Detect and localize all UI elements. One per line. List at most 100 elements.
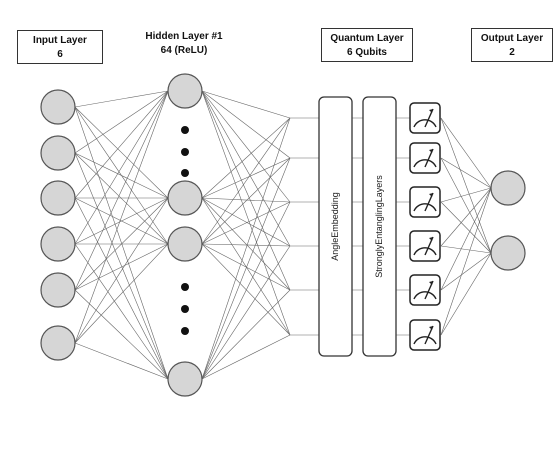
edge-hidden-quantum	[201, 197, 291, 203]
hidden-neuron	[167, 226, 203, 262]
output-layer-count: 2	[509, 47, 515, 58]
edge-input-hidden	[74, 90, 169, 154]
edge-hidden-quantum	[201, 243, 291, 291]
edge-meter-output	[440, 252, 492, 291]
edge-meter-output	[440, 187, 492, 336]
hidden-layer-count: 64 (ReLU)	[160, 45, 208, 56]
edge-hidden-quantum	[201, 197, 291, 291]
input-neuron	[40, 89, 76, 125]
hidden-layer-title: Hidden Layer #1	[145, 31, 223, 42]
edge-meter-output	[440, 245, 492, 254]
edge-input-hidden	[74, 106, 169, 380]
meter-box	[409, 274, 441, 306]
meter-box	[409, 230, 441, 262]
output-layer-label: Output Layer 2	[471, 28, 553, 62]
input-neuron	[40, 325, 76, 361]
edge-hidden-quantum	[201, 243, 291, 247]
edge-meter-output	[440, 187, 492, 291]
edge-hidden-quantum	[201, 90, 291, 159]
strongly-entangling-block-label: StronglyEntanglingLayers	[374, 175, 384, 278]
meter-arc	[413, 291, 437, 300]
edge-input-hidden	[74, 106, 169, 199]
meter-needle-head	[429, 193, 433, 197]
edge-input-hidden	[74, 342, 169, 380]
measurement-meters	[409, 102, 441, 351]
meter-arc	[413, 119, 437, 128]
input-neuron	[40, 226, 76, 262]
edge-hidden-quantum	[201, 117, 291, 199]
meter-box	[409, 142, 441, 174]
hidden-neuron	[167, 180, 203, 216]
output-neuron	[490, 170, 526, 206]
edge-meter-output	[440, 157, 492, 254]
meter-arc	[413, 336, 437, 345]
meter-arc	[413, 159, 437, 168]
meter-arc	[413, 203, 437, 212]
edge-input-hidden	[74, 152, 169, 245]
edge-input-hidden	[74, 197, 169, 245]
edge-hidden-quantum	[201, 117, 291, 380]
edge-input-hidden	[74, 152, 169, 380]
quantum-blocks: AngleEmbedding StronglyEntanglingLayers	[318, 96, 397, 357]
edge-hidden-quantum	[201, 289, 291, 380]
measurement-meter-icon	[409, 142, 441, 174]
edge-hidden-quantum	[201, 197, 291, 247]
meter-box	[409, 102, 441, 134]
edge-hidden-quantum	[201, 90, 291, 247]
angle-embedding-block	[318, 96, 353, 357]
hidden-layer-label: Hidden Layer #1 64 (ReLU)	[140, 26, 228, 60]
edge-input-hidden	[74, 90, 169, 199]
quantum-layer-count: 6 Qubits	[346, 47, 387, 58]
edge-input-hidden	[74, 197, 169, 344]
edge-meter-output	[440, 252, 492, 336]
edge-hidden-quantum	[201, 201, 291, 380]
input-layer-count: 6	[57, 49, 63, 60]
strongly-entangling-block	[362, 96, 397, 357]
angle-embedding-block-label: AngleEmbedding	[330, 192, 340, 261]
measurement-meter-icon	[409, 319, 441, 351]
ellipsis-dots-icon	[181, 327, 189, 335]
edge-hidden-quantum	[201, 157, 291, 199]
ellipsis-dots-icon	[181, 126, 189, 134]
edge-hidden-quantum	[201, 197, 291, 336]
hidden-neuron	[167, 361, 203, 397]
edge-meter-output	[440, 117, 492, 189]
edge-meter-output	[440, 187, 492, 247]
meter-needle-head	[429, 326, 433, 330]
edge-hidden-quantum	[201, 157, 291, 245]
edge-input-hidden	[74, 90, 169, 245]
edge-hidden-quantum	[201, 334, 291, 380]
edge-input-hidden	[74, 90, 169, 108]
edge-input-hidden	[74, 243, 169, 380]
input-neuron	[40, 180, 76, 216]
measurement-meter-icon	[409, 230, 441, 262]
edge-meter-output	[440, 117, 492, 254]
edge-hidden-quantum	[201, 90, 291, 336]
meter-needle-head	[429, 281, 433, 285]
meter-arc	[413, 247, 437, 256]
meter-box	[409, 319, 441, 351]
edge-meter-output	[440, 157, 492, 189]
output-layer-title: Output Layer	[480, 33, 544, 44]
measurement-meter-icon	[409, 102, 441, 134]
edge-hidden-quantum	[201, 201, 291, 245]
ellipsis-dots-icon	[181, 305, 189, 313]
meter-box	[409, 186, 441, 218]
edge-input-hidden	[74, 243, 169, 344]
meter-needle-head	[429, 109, 433, 113]
edge-input-hidden	[74, 197, 169, 380]
hidden-neuron	[167, 73, 203, 109]
input-neuron	[40, 135, 76, 171]
edge-input-hidden	[74, 289, 169, 380]
measurement-meter-icon	[409, 186, 441, 218]
ellipsis-dots-icon	[181, 169, 189, 177]
edge-input-hidden	[74, 90, 169, 291]
edge-hidden-quantum	[201, 117, 291, 245]
quantum-layer-title: Quantum Layer	[330, 33, 404, 44]
ellipsis-dots-icon	[181, 283, 189, 291]
edge-input-hidden	[74, 152, 169, 199]
quantum-layer-label: Quantum Layer 6 Qubits	[321, 28, 413, 62]
ellipsis-dots-icon	[181, 148, 189, 156]
edge-hidden-quantum	[201, 157, 291, 380]
